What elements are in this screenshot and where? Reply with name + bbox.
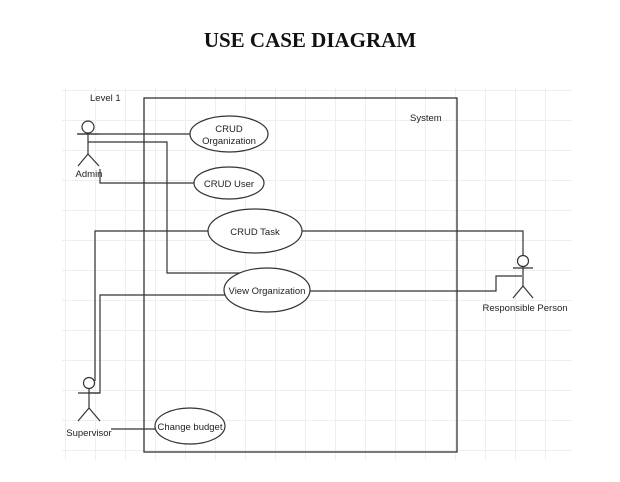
stick-figure-icon [512,254,534,299]
actor-label: Supervisor [66,428,111,439]
edge-responsible-crud-task[interactable] [302,230,524,255]
use-case-change-budget[interactable]: Change budget [154,407,226,445]
actor-admin[interactable]: Admin [76,120,103,180]
edge-admin-view-organization[interactable] [88,141,240,274]
level-label: Level 1 [90,93,121,104]
use-case-label: CRUD User [204,179,254,190]
diagram-title: USE CASE DIAGRAM [203,28,417,52]
system-boundary[interactable] [143,97,458,453]
edge-supervisor-crud-task[interactable] [94,230,208,381]
use-case-crud-task[interactable]: CRUD Task [207,208,303,254]
use-case-label: Change budget [158,422,223,433]
actor-label: Admin [76,169,103,180]
actor-responsible-person[interactable]: Responsible Person [482,254,568,315]
stick-figure-icon [77,120,100,167]
use-case-label: CRUD Task [230,227,280,238]
canvas-grid [62,88,572,460]
use-case-label: Organization [202,136,256,147]
use-case-view-organization[interactable]: View Organization [223,267,311,313]
stick-figure-icon [77,376,101,422]
use-case-label: View Organization [229,286,306,297]
use-case-crud-organization[interactable]: CRUD Organization [189,115,269,153]
edge-admin-crud-user[interactable] [99,169,194,184]
actor-supervisor[interactable]: Supervisor [66,376,112,440]
edge-supervisor-view-organization[interactable] [88,294,226,394]
use-case-label: CRUD [215,124,243,135]
use-case-crud-user[interactable]: CRUD User [193,166,265,200]
system-label: System [410,113,442,124]
actor-label: Responsible Person [482,303,567,314]
edge-responsible-view-organization[interactable] [310,275,522,292]
